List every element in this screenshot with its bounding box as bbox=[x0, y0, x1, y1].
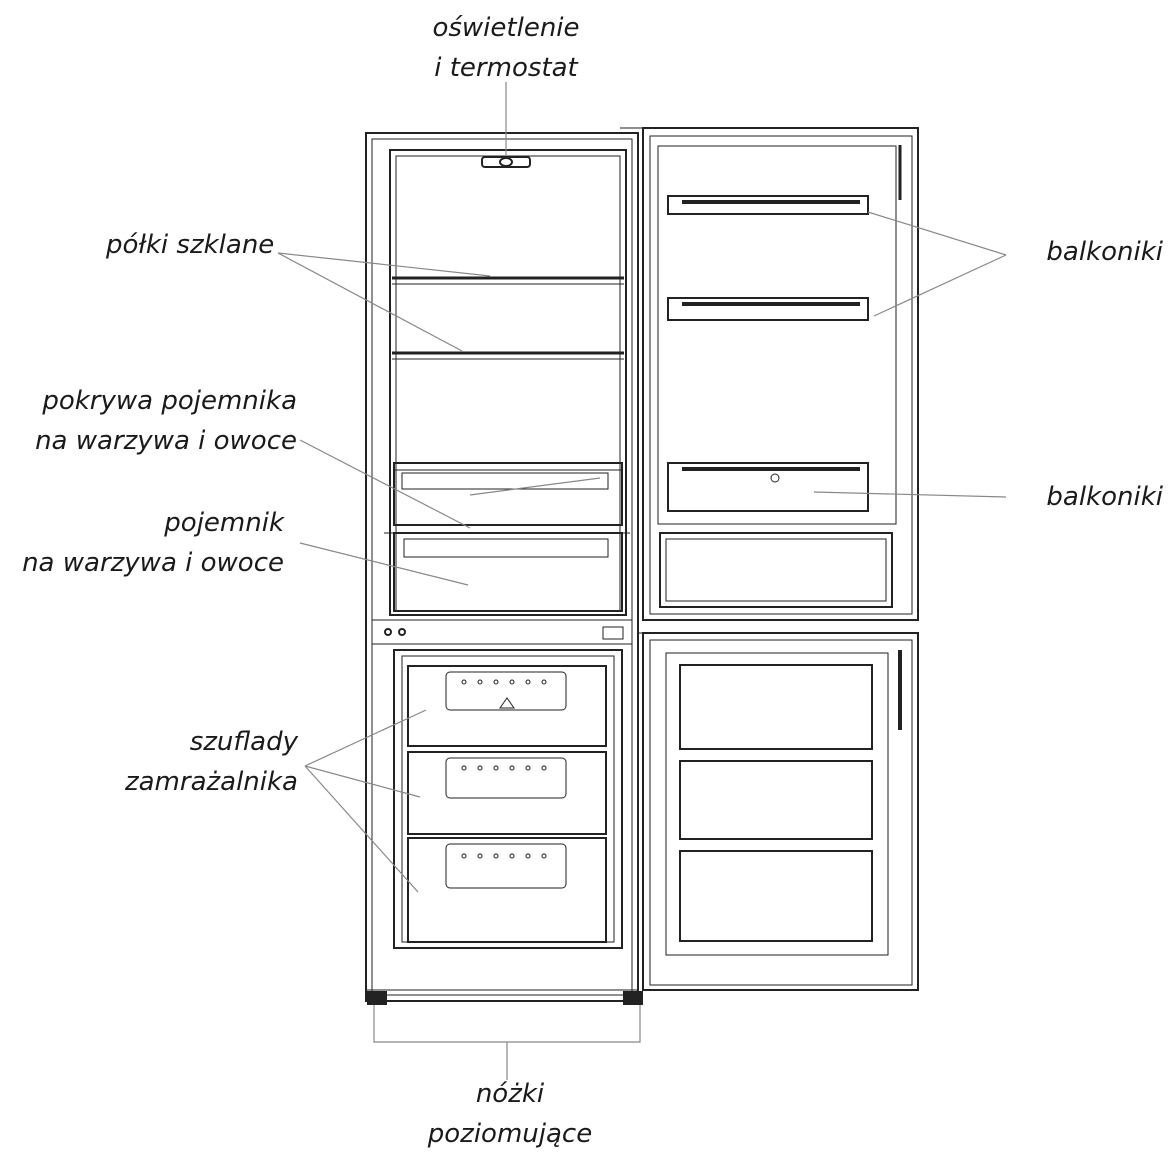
freezer-door-panel-3 bbox=[679, 850, 873, 942]
leader-crisper bbox=[299, 542, 469, 586]
leader-glass-shelf-2 bbox=[277, 252, 463, 352]
leveling-foot-left bbox=[367, 991, 387, 1005]
label-glass-shelves: półki szklane bbox=[106, 230, 275, 260]
leader-freezer-drawer-2 bbox=[304, 765, 421, 798]
fridge-compartment bbox=[389, 149, 627, 616]
leader-door-balcony-1 bbox=[867, 211, 1007, 256]
leader-freezer-drawer-1 bbox=[304, 709, 427, 767]
cabinet-outline bbox=[365, 132, 639, 1002]
door-bottle-shelf bbox=[659, 532, 893, 608]
label-lighting-line-2: i termostat bbox=[434, 53, 578, 83]
door-balcony-2 bbox=[667, 297, 869, 321]
leader-crisper-cover-b bbox=[469, 477, 601, 496]
door-balcony-1 bbox=[667, 195, 869, 215]
freezer-compartment bbox=[393, 649, 623, 949]
leader-door-balcony-3 bbox=[813, 491, 1007, 498]
label-crisper-cover: pokrywa pojemnika na warzywa i owoce bbox=[35, 386, 297, 456]
freezer-door-panel-2 bbox=[679, 760, 873, 840]
label-crisper: pojemnik na warzywa i owoce bbox=[22, 508, 284, 578]
freezer-door bbox=[642, 632, 919, 991]
leader-crisper-cover bbox=[299, 439, 471, 529]
label-lighting-thermostat: oświetlenie i termostat bbox=[406, 8, 606, 88]
label-freezer-drawers: szuflady zamrażalnika bbox=[124, 727, 298, 797]
leader-glass-shelf-1 bbox=[277, 252, 491, 277]
label-door-balconies-lower: balkoniki bbox=[1046, 482, 1163, 512]
freezer-drawer-2 bbox=[407, 751, 607, 835]
freezer-door-panel-1 bbox=[679, 664, 873, 750]
leader-door-balcony-2 bbox=[873, 254, 1007, 317]
label-lighting-line-1: oświetlenie bbox=[432, 13, 580, 43]
freezer-drawer-1 bbox=[407, 665, 607, 747]
label-leveling-feet: nóżki poziomujące bbox=[427, 1079, 593, 1149]
control-strip bbox=[371, 619, 633, 645]
crisper-drawer bbox=[393, 532, 623, 612]
label-door-balconies-upper: balkoniki bbox=[1046, 237, 1163, 267]
crisper-cover bbox=[393, 462, 623, 526]
door-balcony-3 bbox=[667, 462, 869, 512]
freezer-drawer-3 bbox=[407, 837, 607, 943]
leader-freezer-drawer-3 bbox=[304, 765, 419, 893]
leveling-foot-right bbox=[623, 991, 643, 1005]
leader-leveling-feet bbox=[373, 1005, 641, 1043]
